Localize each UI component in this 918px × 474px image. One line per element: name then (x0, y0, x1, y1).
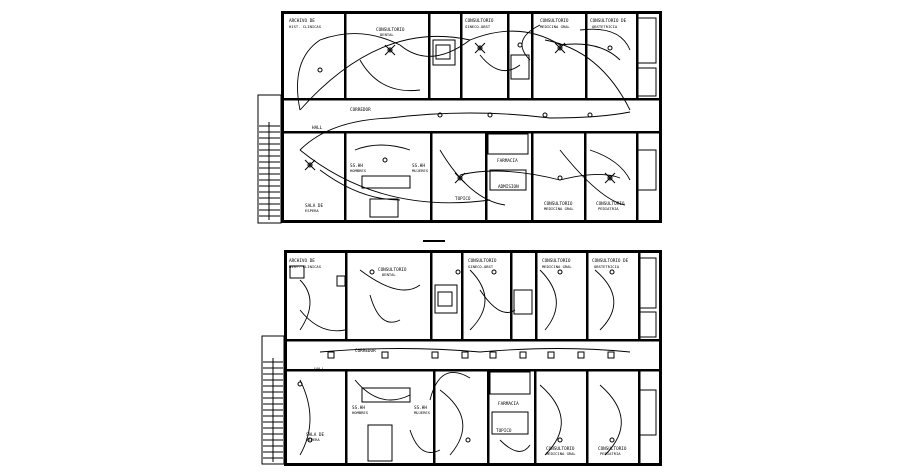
room-sublabel: MEDICINA GRAL (542, 264, 572, 269)
room-label: CONSULTORIO (465, 18, 494, 24)
room-sublabel: GINECO-OBST (465, 24, 491, 29)
plan-separator-mark (423, 240, 445, 242)
upper-fixtures (304, 42, 616, 184)
upper-floor-plan: ARCHIVO DE HIST. CLINICAS CONSULTORIO DE… (257, 11, 662, 224)
room-label: ADMISION (498, 184, 519, 190)
upper-bottom-partitions (344, 131, 639, 221)
room-sublabel: PEDIATRIA (600, 451, 621, 456)
room-sublabel: HOMBRES (350, 168, 367, 173)
room-sublabel: PEDIATRIA (598, 206, 619, 211)
room-sublabel: DENTAL (382, 272, 396, 277)
lower-wall-top (284, 250, 662, 253)
room-sublabel: ESPERA (305, 208, 319, 213)
upper-wall-bottom (281, 220, 662, 223)
room-label: CORREDOR (350, 107, 371, 113)
room-sublabel: HOMBRES (352, 410, 369, 415)
room-label: CONSULTORIO (378, 267, 407, 273)
lower-bottom-partitions (345, 369, 641, 465)
upper-wiring (297, 24, 631, 206)
room-sublabel: HIST. CLINICAS (289, 24, 322, 29)
lower-floor-plan: ARCHIVO DE HIST. CLINICAS CONSULTORIO DE… (261, 250, 662, 466)
lower-fixtures (297, 269, 615, 443)
room-sublabel: HIST. CLINICAS (289, 264, 322, 269)
room-label: SS.HH (350, 163, 363, 169)
room-label: SALA DE (306, 432, 325, 438)
lower-wall-right (659, 250, 662, 466)
room-label: CORREDOR (355, 348, 376, 354)
room-label: CONSULTORIO (468, 258, 497, 264)
upper-corridor-top (284, 98, 659, 101)
room-label: TOPICO (496, 428, 512, 434)
room-label: SS.HH (414, 405, 427, 411)
lower-top-partitions (345, 250, 641, 341)
room-label: CONSULTORIO DE (590, 18, 627, 24)
room-label: CONSULTORIO (540, 18, 569, 24)
upper-top-partitions (344, 11, 639, 99)
room-label: SS.HH (412, 163, 425, 169)
lower-wall-left (284, 250, 287, 466)
room-label: CONSULTORIO (598, 446, 627, 452)
room-label: CONSULTORIO (376, 27, 405, 33)
room-label: HALL (312, 125, 323, 131)
upper-room-labels: ARCHIVO DE HIST. CLINICAS CONSULTORIO DE… (289, 18, 627, 213)
upper-wall-top (281, 11, 662, 14)
room-label: FARMACIA (498, 401, 519, 407)
room-label: HALL (314, 367, 325, 373)
room-sublabel: MEDICINA GRAL (540, 24, 570, 29)
upper-corridor-bottom (284, 131, 659, 134)
room-label: CONSULTORIO DE (592, 258, 629, 264)
room-label: CONSULTORIO (596, 201, 625, 207)
room-label: CONSULTORIO (546, 446, 575, 452)
room-sublabel: OBSTETRICIA (592, 24, 618, 29)
room-label: ARCHIVO DE (289, 258, 315, 264)
room-sublabel: MUJERES (412, 168, 429, 173)
lower-corridor-bottom (287, 369, 659, 372)
upper-wall-right (659, 11, 662, 223)
room-sublabel: MEDICINA GRAL (546, 451, 576, 456)
room-sublabel: MUJERES (414, 410, 431, 415)
room-label: ARCHIVO DE (289, 18, 315, 24)
room-label: CONSULTORIO (542, 258, 571, 264)
room-sublabel: OBSTETRICIA (594, 264, 620, 269)
lower-stair (261, 335, 285, 465)
room-sublabel: ESPERA (306, 437, 320, 442)
room-label: TOPICO (455, 196, 471, 202)
lower-wiring (299, 269, 631, 456)
lower-room-labels: ARCHIVO DE HIST. CLINICAS CONSULTORIO DE… (289, 258, 629, 456)
room-sublabel: MEDICINA GRAL (544, 206, 574, 211)
room-label: SS.HH (352, 405, 365, 411)
lower-wall-bottom (284, 463, 662, 466)
room-label: CONSULTORIO (544, 201, 573, 207)
lower-corridor-top (287, 339, 659, 342)
room-sublabel: GINECO-OBST (468, 264, 494, 269)
room-label: FARMACIA (497, 158, 518, 164)
upper-wall-left (281, 11, 284, 223)
room-label: SALA DE (305, 203, 324, 209)
room-sublabel: DENTAL (380, 32, 394, 37)
upper-stair (257, 94, 282, 224)
